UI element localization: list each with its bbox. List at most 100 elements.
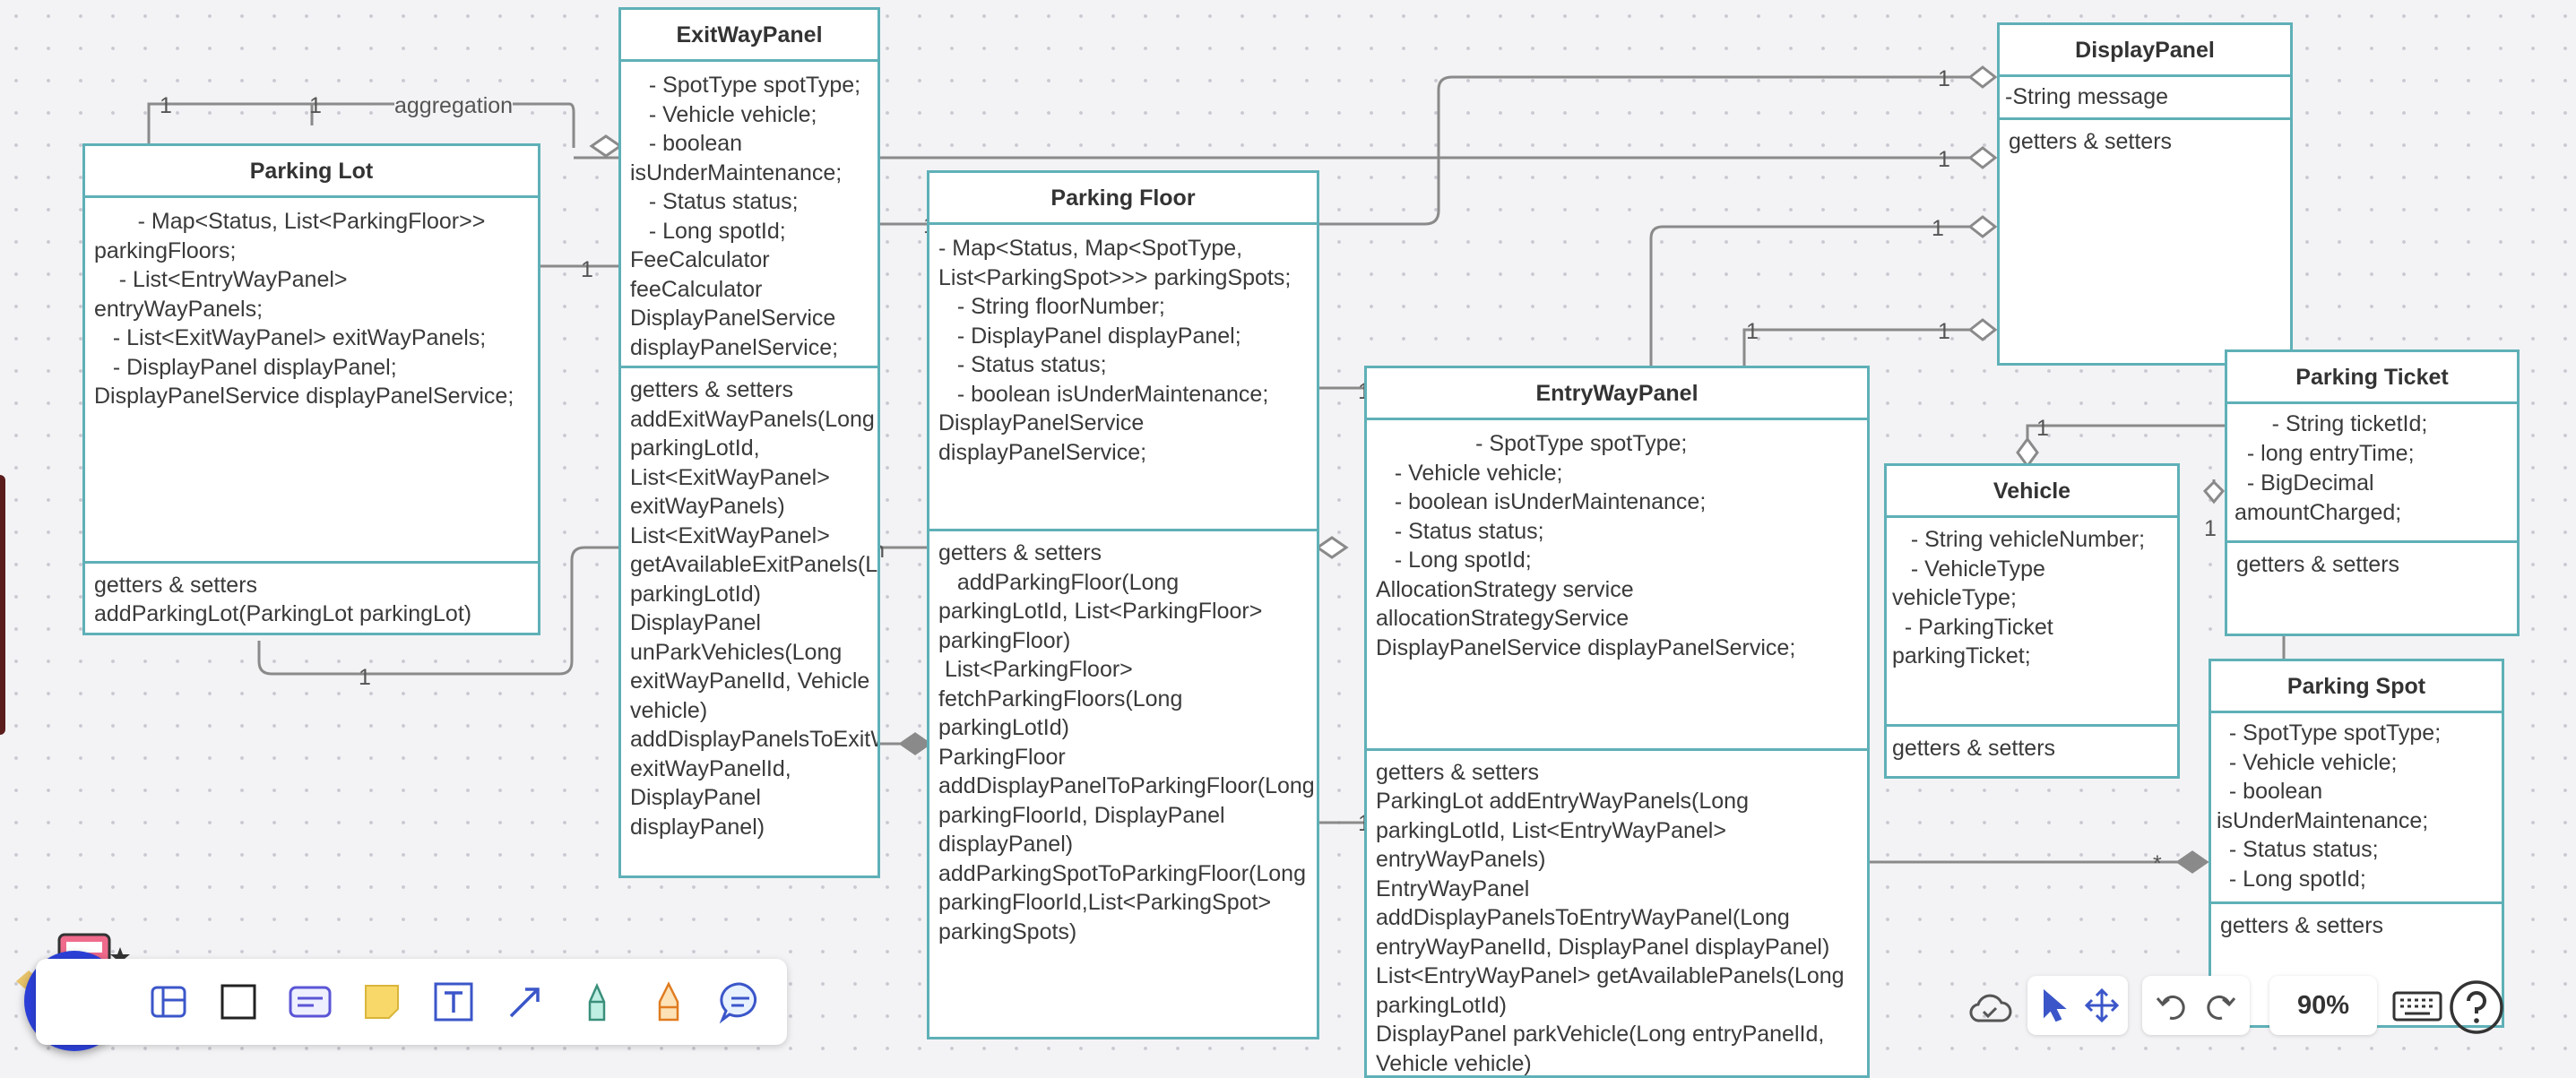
attribute-line: parkingTicket; bbox=[1892, 643, 2031, 668]
aggregation-diamond bbox=[1967, 318, 1998, 341]
class-parking-lot[interactable]: Parking Lot - Map<Status, List<ParkingFl… bbox=[82, 143, 540, 635]
method-line: getters & setters bbox=[938, 540, 1102, 565]
aggregation-diamond bbox=[1315, 536, 1349, 559]
sticky-note-tool[interactable] bbox=[357, 977, 407, 1027]
pen-tool[interactable] bbox=[572, 977, 622, 1027]
class-attributes: - SpotType spotType; - Vehicle vehicle; … bbox=[621, 62, 877, 368]
highlighter-icon bbox=[658, 981, 679, 1022]
attribute-line: - boolean bbox=[2217, 779, 2323, 804]
multiplicity-label: 1 bbox=[359, 665, 371, 690]
attribute-line: - long entryTime; bbox=[2235, 441, 2415, 466]
class-parking-spot[interactable]: Parking Spot - SpotType spotType; - Vehi… bbox=[2209, 659, 2504, 1028]
attribute-line: DisplayPanelService bbox=[630, 306, 836, 331]
attribute-line: isUnderMaintenance; bbox=[2217, 807, 2429, 833]
method-line: getters & setters bbox=[2220, 913, 2384, 938]
history-group bbox=[2142, 976, 2250, 1035]
method-line: parkingFloorId, DisplayPanel bbox=[938, 802, 1225, 828]
method-line: addExitWayPanels(Long bbox=[630, 406, 875, 432]
attribute-line: - BigDecimal bbox=[2235, 470, 2374, 496]
redo-button[interactable] bbox=[2196, 976, 2248, 1035]
frame-tool[interactable] bbox=[143, 977, 194, 1027]
aggregation-label: aggregation bbox=[394, 93, 514, 119]
class-vehicle[interactable]: Vehicle - String vehicleNumber; - Vehicl… bbox=[1884, 463, 2180, 779]
method-line: displayPanel) bbox=[938, 832, 1074, 857]
method-line: DisplayPanel bbox=[630, 785, 761, 810]
class-attributes: -String message bbox=[2000, 77, 2290, 120]
attribute-line: - Long spotId; bbox=[1376, 548, 1532, 573]
class-title: DisplayPanel bbox=[2000, 25, 2290, 77]
method-line: exitWayPanels) bbox=[630, 494, 785, 519]
select-tool[interactable] bbox=[2029, 976, 2078, 1035]
highlighter-tool[interactable] bbox=[644, 977, 694, 1027]
shape-tool[interactable] bbox=[213, 977, 264, 1027]
help-icon bbox=[2450, 980, 2503, 1034]
attribute-line: DisplayPanelService bbox=[938, 410, 1145, 436]
connection-line-tool[interactable] bbox=[500, 977, 550, 1027]
zoom-level[interactable]: 90% bbox=[2269, 976, 2377, 1035]
method-line: EntryWayPanel bbox=[1376, 875, 1530, 901]
class-attributes: - String vehicleNumber; - VehicleType ve… bbox=[1887, 518, 2177, 727]
card-tool[interactable] bbox=[285, 977, 335, 1027]
attribute-line: amountCharged; bbox=[2235, 500, 2402, 525]
comment-tool[interactable] bbox=[715, 977, 765, 1027]
attribute-line: - Status status; bbox=[2217, 837, 2379, 862]
attribute-line: - VehicleType bbox=[1892, 556, 2045, 582]
aggregation-diamond bbox=[2016, 436, 2039, 469]
method-line: vehicle) bbox=[630, 697, 708, 723]
attribute-line: isUnderMaintenance; bbox=[630, 160, 843, 185]
method-line: List<ExitWayPanel> bbox=[630, 522, 830, 548]
attribute-line: displayPanelService; bbox=[938, 439, 1147, 465]
method-line: DisplayPanel bbox=[630, 610, 761, 635]
class-attributes: - Map<Status, Map<SpotType, List<Parking… bbox=[929, 225, 1317, 531]
class-title: ExitWayPanel bbox=[621, 10, 877, 62]
attribute-line: -String message bbox=[2005, 84, 2169, 109]
method-line: getAvailableExitPanels(Long bbox=[630, 552, 877, 577]
sync-status[interactable] bbox=[1965, 983, 2015, 1033]
pan-tool[interactable] bbox=[2078, 976, 2126, 1035]
class-display-panel[interactable]: DisplayPanel -String message getters & s… bbox=[1997, 22, 2293, 366]
pen-icon bbox=[588, 982, 606, 1022]
attribute-line: - Vehicle vehicle; bbox=[1376, 460, 1563, 486]
card-icon bbox=[289, 986, 332, 1018]
composition-diamond bbox=[898, 732, 932, 755]
method-line: parkingLotId) bbox=[630, 581, 761, 607]
method-line: fetchParkingFloors(Long bbox=[938, 686, 1183, 711]
class-attributes: - String ticketId; - long entryTime; - B… bbox=[2227, 404, 2517, 543]
method-line: addDisplayPanelToParkingFloor(Long bbox=[938, 773, 1315, 798]
class-parking-floor[interactable]: Parking Floor - Map<Status, Map<SpotType… bbox=[927, 170, 1319, 1039]
method-line: parkingLotId, List<ParkingFloor> bbox=[938, 599, 1263, 624]
keyboard-icon bbox=[2392, 991, 2442, 1022]
attribute-line: - Vehicle vehicle; bbox=[630, 101, 817, 127]
class-methods: getters & setters bbox=[2211, 904, 2502, 1025]
text-tool[interactable] bbox=[428, 977, 479, 1027]
class-entry-way-panel[interactable]: EntryWayPanel - SpotType spotType; - Veh… bbox=[1364, 366, 1870, 1078]
class-exit-way-panel[interactable]: ExitWayPanel - SpotType spotType; - Vehi… bbox=[618, 7, 880, 878]
help-button[interactable] bbox=[2447, 978, 2506, 1037]
method-line: unParkVehicles(Long bbox=[630, 639, 843, 665]
attribute-line: - DisplayPanel displayPanel; bbox=[94, 354, 397, 380]
square-icon bbox=[220, 984, 256, 1020]
method-line: DisplayPanel parkVehicle(Long entryPanel… bbox=[1376, 1022, 1825, 1048]
class-parking-ticket[interactable]: Parking Ticket - String ticketId; - long… bbox=[2225, 349, 2520, 636]
attribute-line: - Map<Status, List<ParkingFloor>> bbox=[94, 209, 486, 234]
class-title: Parking Spot bbox=[2211, 661, 2502, 713]
method-line: parkingLotId) bbox=[1376, 992, 1507, 1018]
multiplicity-label: 1 bbox=[1746, 319, 1759, 344]
attribute-line: - String ticketId; bbox=[2235, 411, 2428, 436]
aggregation-diamond bbox=[589, 134, 623, 158]
class-title: Parking Lot bbox=[85, 146, 538, 198]
undo-button[interactable] bbox=[2144, 976, 2196, 1035]
method-line: getters & setters bbox=[94, 572, 258, 598]
method-line: addParkingSpotToParkingFloor(Long bbox=[938, 860, 1306, 886]
offscreen-frame-edge[interactable] bbox=[0, 475, 5, 735]
attribute-line: - Vehicle vehicle; bbox=[2217, 749, 2398, 775]
aggregation-diamond bbox=[1967, 215, 1998, 238]
attribute-line: DisplayPanelService displayPanelService; bbox=[94, 384, 514, 409]
attribute-line: displayPanelService; bbox=[630, 334, 839, 360]
keyboard-shortcuts-button[interactable] bbox=[2390, 979, 2445, 1033]
method-line: List<ExitWayPanel> bbox=[630, 464, 830, 490]
attribute-line: - boolean bbox=[630, 131, 743, 156]
attribute-line: FeeCalculator bbox=[630, 247, 770, 272]
multiplicity-label: 1 bbox=[2036, 416, 2049, 441]
